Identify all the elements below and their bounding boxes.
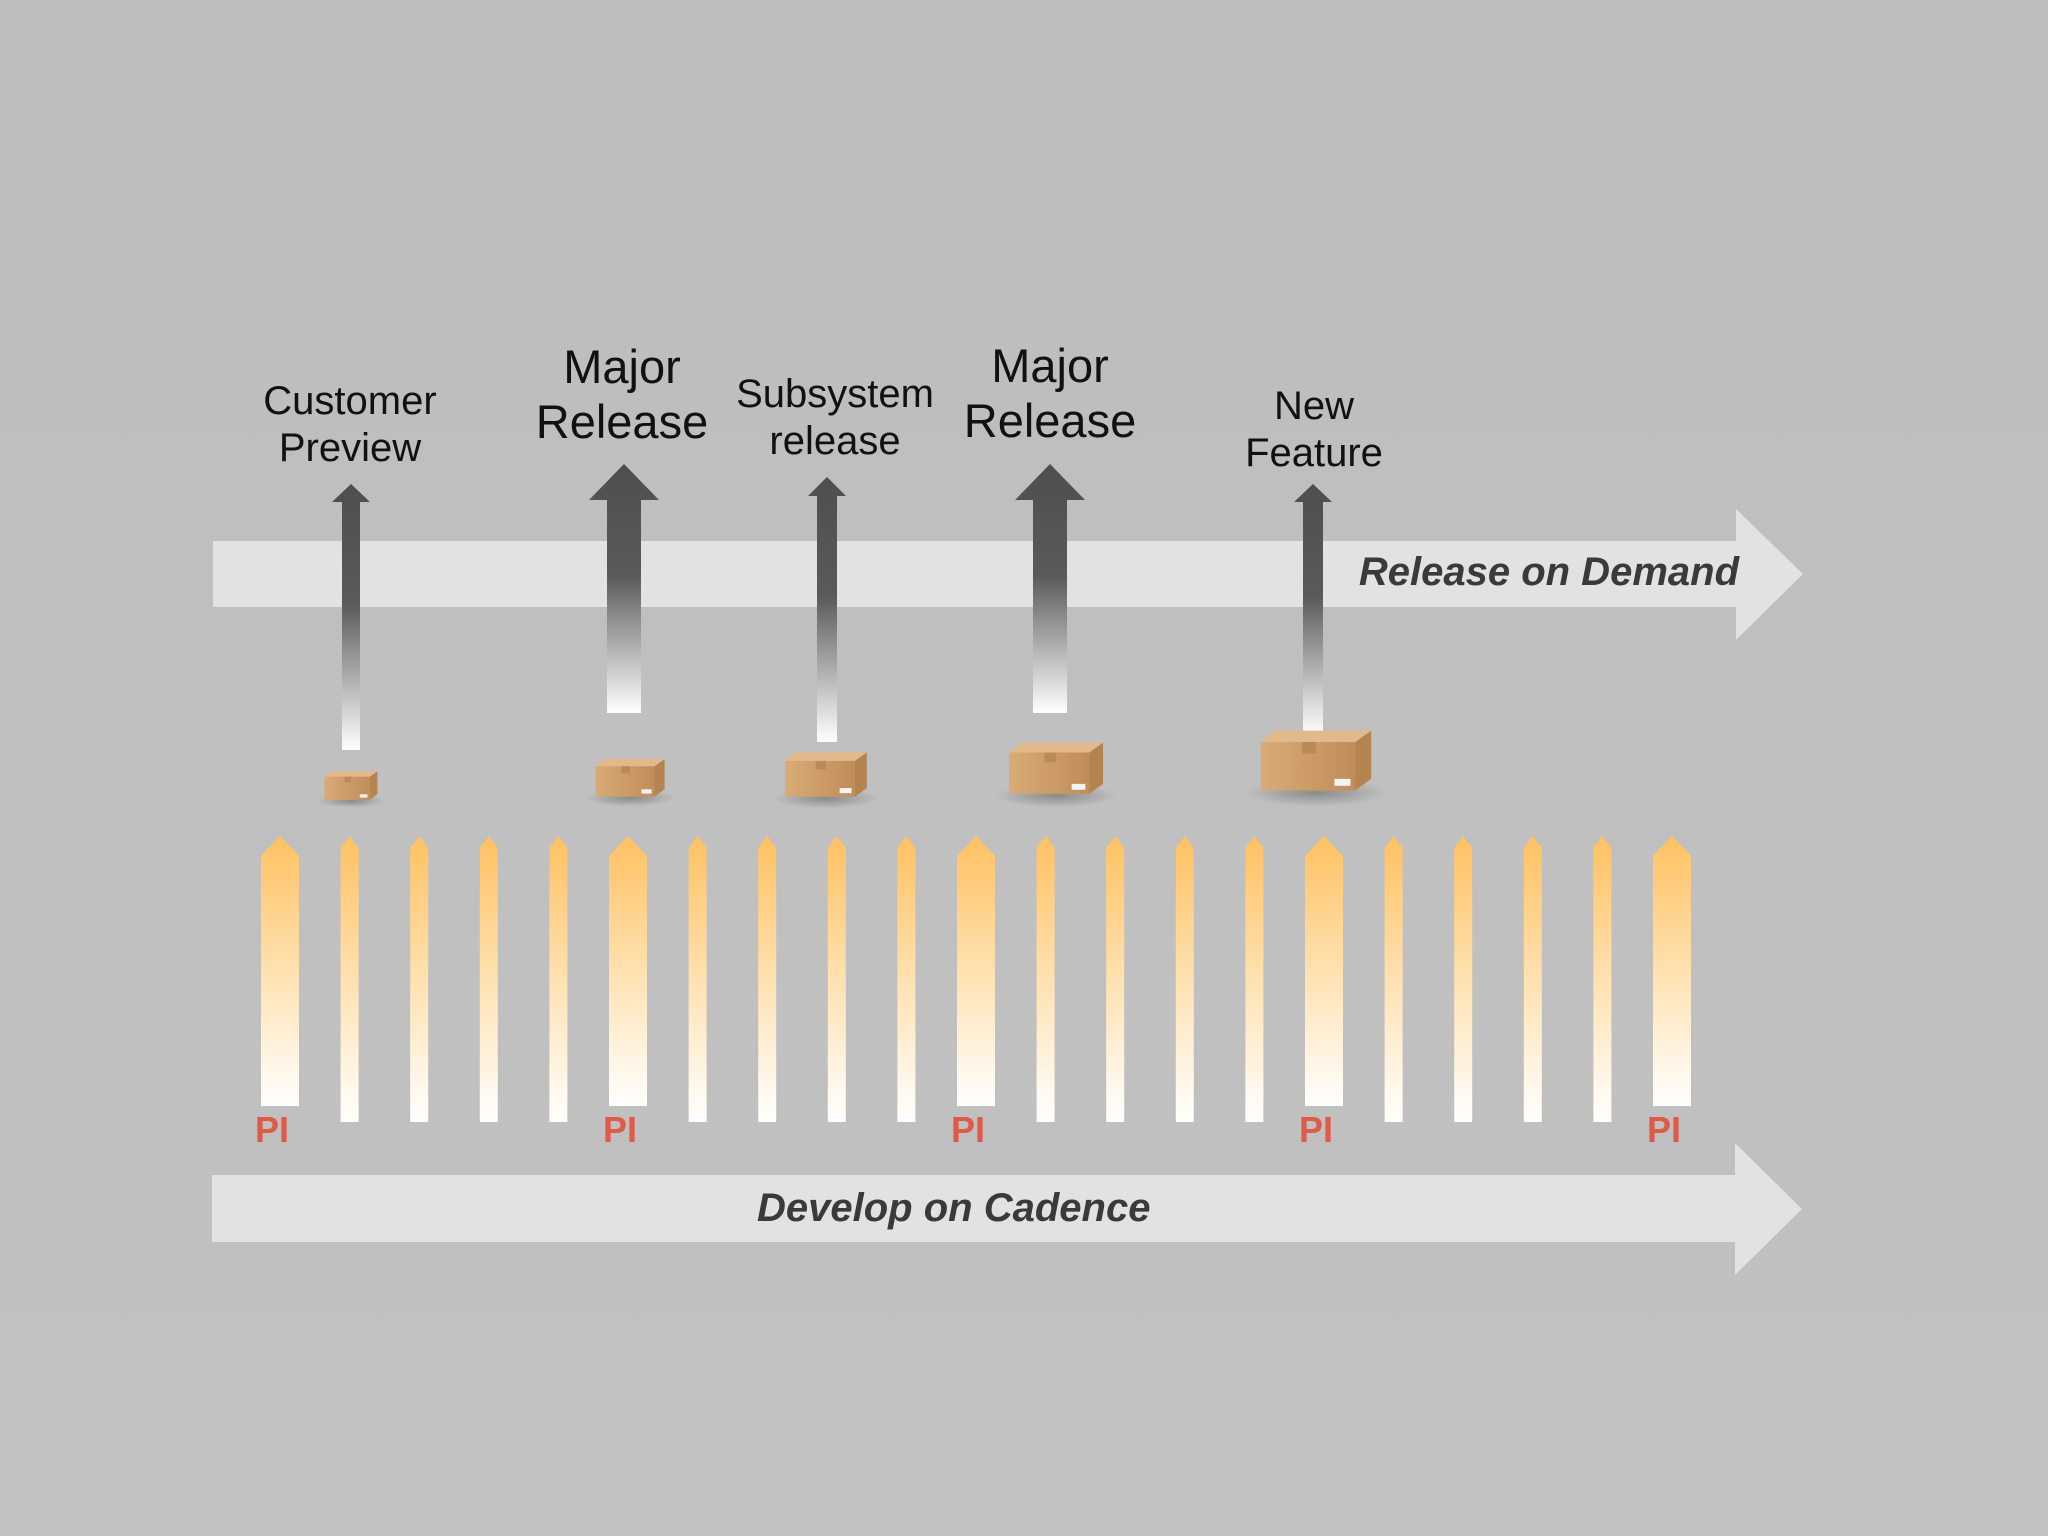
develop-on-cadence-label: Develop on Cadence [757, 1186, 1151, 1230]
iteration-bar [827, 836, 846, 1122]
release-on-demand-label: Release on Demand [1358, 550, 1739, 594]
pi-label: PI [254, 1109, 289, 1150]
iteration-bar [479, 836, 498, 1122]
iteration-bar [897, 836, 916, 1122]
release-arrow [1015, 464, 1085, 713]
develop-on-cadence-band [212, 1143, 1802, 1275]
pi-increment-bar [261, 836, 299, 1106]
pi-label: PI [602, 1109, 637, 1150]
pi-increment-bar [1653, 836, 1691, 1106]
package-box-icon [316, 771, 386, 808]
package-box-icon [773, 752, 879, 809]
pi-increment-bar [1305, 836, 1343, 1106]
release-arrow [1294, 484, 1332, 735]
release-arrow [808, 477, 846, 742]
package-box-icon [995, 742, 1117, 808]
pi-increment-bar [609, 836, 647, 1106]
pi-label: PI [1646, 1109, 1681, 1150]
pi-label: PI [1298, 1109, 1333, 1150]
release-arrow [589, 464, 659, 713]
iteration-bar [549, 836, 568, 1122]
pi-increment-bar [957, 836, 995, 1106]
iteration-bar [1106, 836, 1125, 1122]
release-arrow [332, 484, 370, 750]
iteration-bar [1593, 836, 1612, 1122]
iteration-bar [1175, 836, 1194, 1122]
iteration-bar [758, 836, 777, 1122]
package-box-icon [1244, 730, 1388, 807]
cadence-bars [261, 836, 1691, 1122]
iteration-bar [1384, 836, 1403, 1122]
pi-label: PI [950, 1109, 985, 1150]
iteration-bar [1036, 836, 1055, 1122]
package-box-icon [585, 759, 675, 807]
iteration-bar [340, 836, 359, 1122]
iteration-bar [1454, 836, 1473, 1122]
iteration-bar [1245, 836, 1264, 1122]
iteration-bar [688, 836, 707, 1122]
iteration-bar [410, 836, 429, 1122]
iteration-bar [1523, 836, 1542, 1122]
